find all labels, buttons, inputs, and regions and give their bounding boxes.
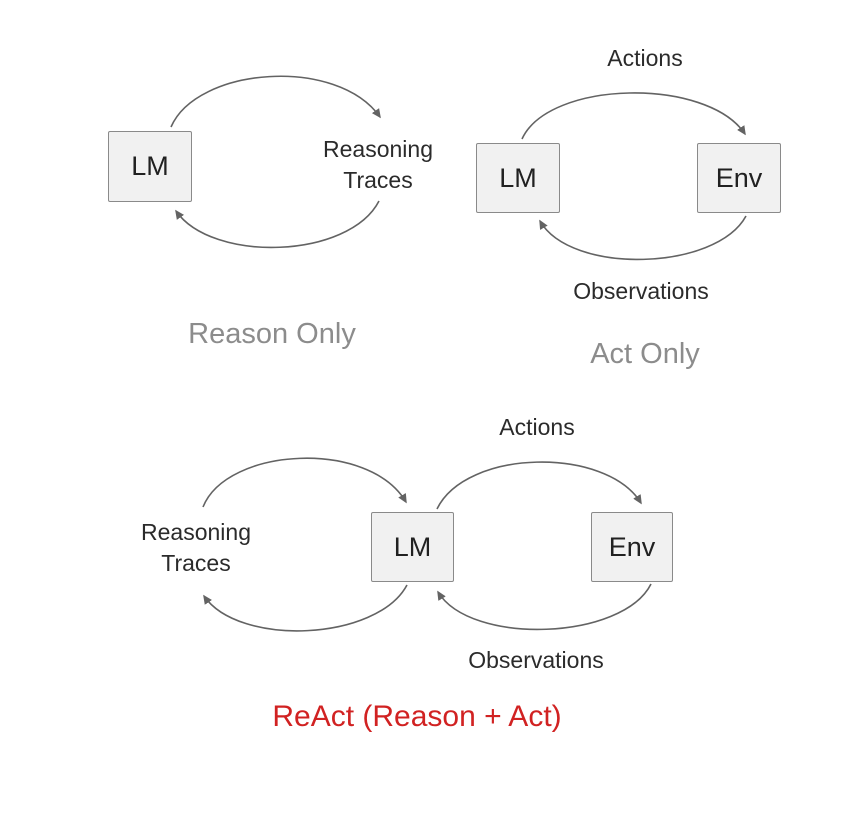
reason-only-lm-box: LM	[108, 131, 192, 202]
reason-only-traces-line1: Reasoning	[323, 136, 433, 162]
act-only-env-box: Env	[697, 143, 781, 213]
reason-loop-top-arrow	[170, 75, 381, 128]
act-only-lm-box: LM	[476, 143, 560, 213]
react-reasoning-top-arrow	[202, 457, 407, 508]
react-observations-arrow	[437, 583, 652, 631]
react-actions-arrow	[436, 461, 642, 510]
react-traces-line2: Traces	[161, 550, 231, 576]
reason-only-traces-label: Reasoning Traces	[323, 134, 433, 196]
reason-only-traces-line2: Traces	[343, 167, 413, 193]
react-lm-box: LM	[371, 512, 454, 582]
reason-only-lm-label: LM	[131, 151, 169, 181]
react-reasoning-return-arrow	[203, 584, 408, 632]
reason-only-caption: Reason Only	[188, 318, 356, 350]
act-observations-arrow	[539, 215, 747, 261]
react-actions-label: Actions	[499, 414, 575, 440]
act-actions-arrow	[521, 92, 746, 140]
act-only-observations-label: Observations	[573, 278, 709, 304]
react-env-box: Env	[591, 512, 673, 582]
act-only-lm-label: LM	[499, 162, 537, 193]
act-only-actions-label: Actions	[607, 45, 683, 71]
react-caption: ReAct (Reason + Act)	[272, 700, 562, 733]
reason-loop-return-arrow	[175, 200, 380, 249]
react-lm-label: LM	[393, 531, 432, 562]
react-traces-label: Reasoning Traces	[141, 517, 251, 579]
react-observations-label: Observations	[468, 647, 604, 673]
act-only-caption: Act Only	[590, 338, 700, 370]
act-only-env-label: Env	[715, 162, 763, 193]
react-env-label: Env	[608, 531, 656, 562]
react-traces-line1: Reasoning	[141, 519, 251, 545]
